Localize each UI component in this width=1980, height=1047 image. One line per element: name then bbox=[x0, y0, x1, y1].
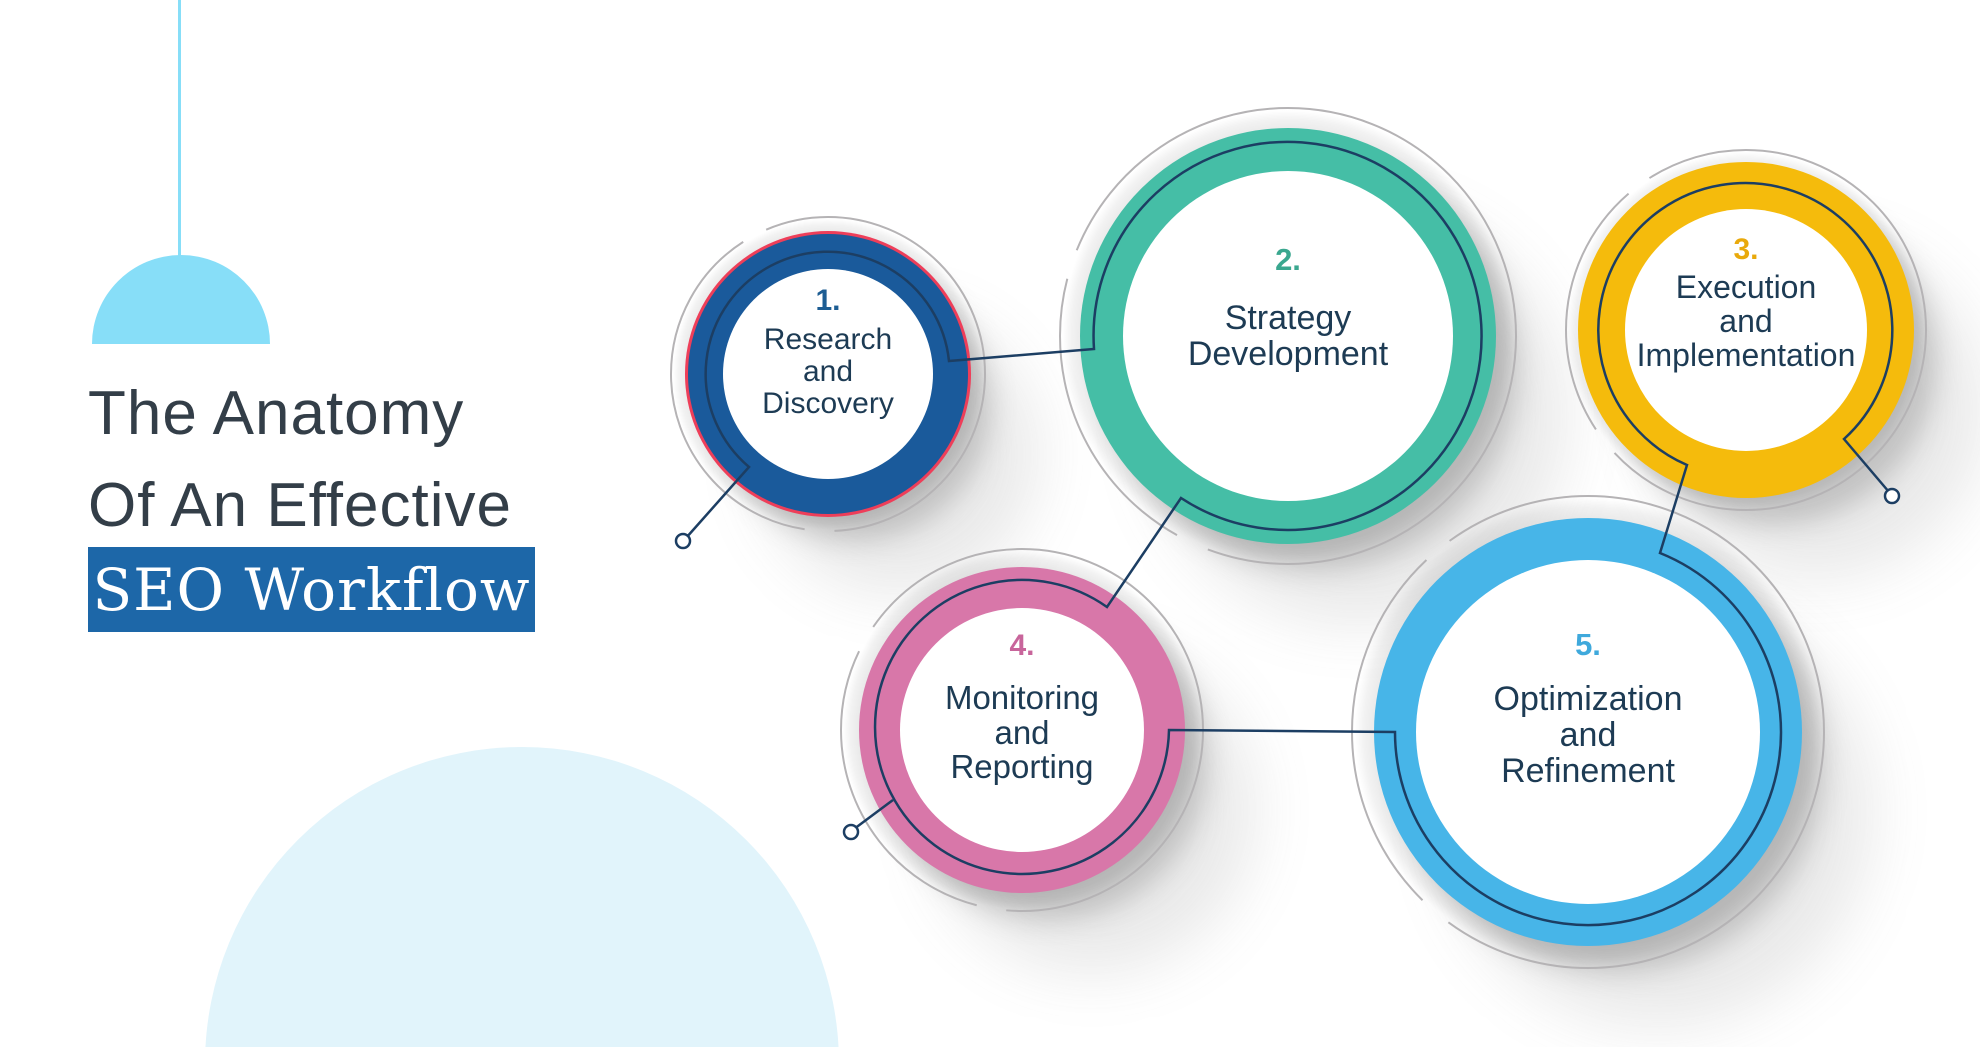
step-label-line: Monitoring bbox=[944, 678, 1100, 716]
step-label-line: Execution bbox=[1675, 269, 1817, 306]
step-label-line: Reporting bbox=[950, 748, 1094, 786]
step-inner-circle: 5. Optimization and Refinement bbox=[1416, 560, 1760, 904]
line-end-dot bbox=[674, 532, 692, 550]
line-end-dot bbox=[842, 823, 860, 841]
pendant-lamp-icon bbox=[92, 255, 270, 344]
title-highlight-box: SEO Workflow bbox=[88, 547, 535, 632]
title-highlight-text: SEO Workflow bbox=[92, 555, 531, 624]
title-line-2: Of An Effective bbox=[88, 471, 512, 540]
pale-circle-shape bbox=[205, 747, 839, 1047]
step-label-line: Discovery bbox=[762, 386, 894, 420]
step-number: 4. bbox=[1009, 628, 1035, 662]
step-inner-circle: 1. Research and Discovery bbox=[723, 269, 933, 479]
step-number: 3. bbox=[1733, 233, 1759, 267]
step-label-line: and bbox=[1719, 303, 1773, 340]
title-line-1: The Anatomy bbox=[88, 379, 465, 448]
step-label-line: Development bbox=[1187, 335, 1389, 373]
step-label-line: and bbox=[802, 355, 854, 389]
step-inner-circle: 3. Execution and Implementation bbox=[1625, 209, 1867, 451]
step-number: 1. bbox=[815, 284, 841, 318]
lamp-cord-shape bbox=[178, 0, 181, 258]
step-label-line: and bbox=[994, 713, 1050, 751]
step-inner-circle: 4. Monitoring and Reporting bbox=[900, 608, 1144, 852]
step-inner-circle: 2. Strategy Development bbox=[1123, 171, 1453, 501]
step-label-line: Research bbox=[763, 323, 893, 357]
page-title: The Anatomy Of An Effective bbox=[88, 368, 512, 552]
line-end-dot bbox=[1883, 487, 1901, 505]
step-number: 5. bbox=[1575, 626, 1601, 662]
step-label-line: and bbox=[1559, 715, 1617, 754]
step-label-line: Implementation bbox=[1636, 336, 1856, 373]
step-label-line: Strategy bbox=[1224, 298, 1352, 337]
step-label-line: Refinement bbox=[1501, 752, 1675, 791]
step-number: 2. bbox=[1275, 241, 1301, 277]
step-label-line: Optimization bbox=[1493, 679, 1683, 718]
